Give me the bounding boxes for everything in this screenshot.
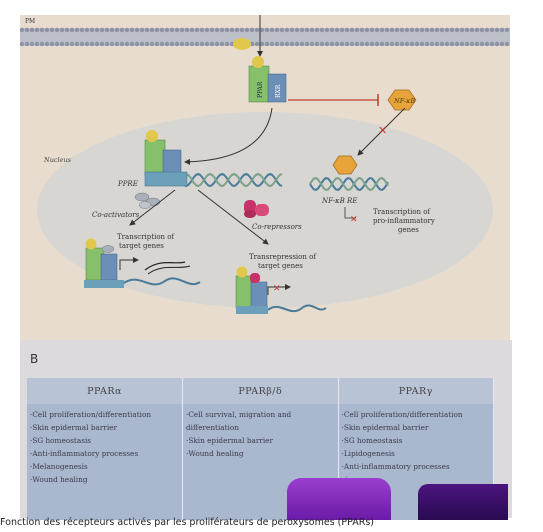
list-item: ·Wound healing — [30, 475, 88, 484]
list-item: ·Anti-inflammatory processes — [30, 449, 139, 458]
list-item: ·Anti-inflammatory processes — [341, 462, 450, 471]
transrepression-line2: target genes — [258, 262, 303, 270]
coactivators — [134, 192, 161, 209]
proinflam-line2: pro-inflammatory — [373, 217, 435, 225]
figure-caption: Fonction des récepteurs activés par les … — [0, 517, 374, 528]
dna-ppre — [179, 172, 283, 188]
list-item: ·Cell proliferation/differentiation — [30, 410, 152, 419]
ppar-label: PPAR — [257, 81, 264, 98]
panel-b-label: B — [30, 352, 39, 366]
block-x-2: ✕ — [350, 215, 358, 225]
transcription-target-line2: target genes — [119, 242, 164, 250]
nfkb-translocation-arrow — [357, 107, 406, 156]
column-header-ppar-beta-delta: PPARβ/δ — [182, 378, 339, 404]
column-header-ppar-gamma: PPARγ — [338, 378, 494, 404]
list-item: ·Melanogenesis — [30, 462, 88, 471]
coactivators-label: Co-activators — [92, 211, 140, 219]
list-item: ·Skin epidermal barrier — [186, 436, 273, 445]
translocation-arrow — [184, 107, 273, 165]
corepressors — [244, 200, 269, 218]
transcription-target-line1: Transcription of — [117, 233, 175, 241]
list-item: ·Cell survival, migration and — [186, 410, 292, 419]
dna-nfkb-re — [309, 177, 389, 191]
ppar-repression-complex — [235, 266, 327, 314]
column-header-ppar-alpha: PPARα — [27, 378, 183, 404]
list-item: ·Cell proliferation/differentiation — [341, 410, 463, 419]
foreground-purple-chair — [287, 478, 391, 520]
nfkb-label: NF-κB — [393, 97, 415, 105]
list-item: ·SG homeostasis — [341, 436, 403, 445]
block-x-3: ✕ — [273, 284, 281, 294]
ligand-membrane — [233, 38, 251, 50]
list-item: ·Skin epidermal barrier — [30, 423, 117, 432]
transrepression-line1: Transrepression of — [249, 253, 317, 261]
list-item: ·Skin epidermal barrier — [341, 423, 429, 432]
ppar-rxr-nucleus — [144, 130, 182, 179]
membrane-label: PM — [25, 18, 35, 25]
nfkb-cytoplasm — [387, 89, 417, 111]
proinflam-line1: Transcription of — [373, 208, 431, 216]
dna-ppre-strand — [179, 172, 283, 188]
list-item: ·SG homeostasis — [30, 436, 92, 445]
activation-arrow — [129, 189, 176, 226]
column-ppar-alpha: ·Cell proliferation/differentiation ·Ski… — [27, 404, 183, 520]
rxr-label: RXR — [275, 84, 282, 98]
plasma-membrane — [19, 27, 510, 47]
ppar-activation-complex — [84, 238, 201, 288]
nfkb-nucleus — [332, 155, 358, 175]
dna-nfkb-re-strand — [309, 177, 389, 191]
ppar-rxr-cytoplasm: PPAR RXR — [248, 56, 287, 103]
corepressors-label: Co-repressors — [252, 223, 302, 231]
foreground-dark-chair — [418, 484, 508, 520]
block-x-1: ✕ — [378, 124, 387, 137]
proinflam-arrow — [344, 207, 356, 219]
proinflam-line3: genes — [398, 226, 419, 234]
ppre-label: PPRE — [117, 180, 138, 188]
nfkb-re-label: NF-κB RE — [321, 197, 357, 205]
transrepression-arrow — [197, 189, 269, 245]
ppre-box — [144, 171, 188, 187]
nucleus-label: Nucleus — [43, 156, 72, 164]
list-item: ·Wound healing — [186, 449, 244, 458]
list-item: ·Lipidogenesis — [341, 449, 395, 458]
list-item: differentiation — [186, 423, 239, 432]
